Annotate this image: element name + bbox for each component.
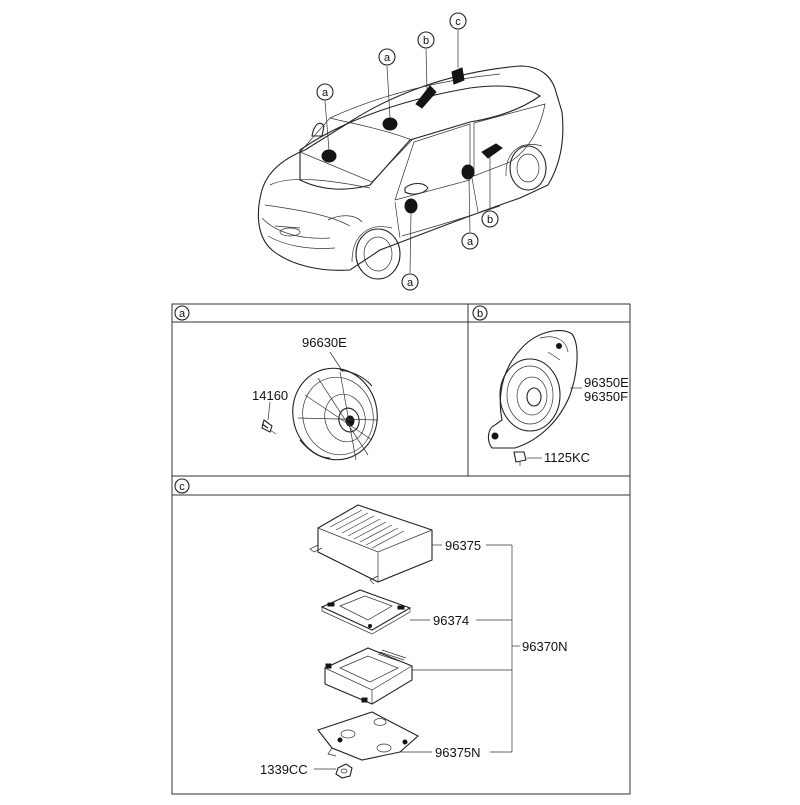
detail-frames (171, 303, 631, 795)
svg-text:a: a (407, 277, 414, 289)
speaker-mark-c (451, 67, 465, 85)
callout-leaders (324, 30, 491, 274)
section-header-c: c (174, 478, 190, 494)
svg-text:c: c (455, 16, 461, 28)
part-label-96630E: 96630E (302, 335, 347, 350)
amplifier-housing (324, 647, 413, 705)
section-header-a: a (174, 305, 190, 321)
part-label-96350E: 96350E (584, 375, 629, 390)
svg-text:b: b (423, 35, 429, 47)
part-label-96350F: 96350F (584, 389, 628, 404)
svg-text:a: a (179, 308, 186, 320)
callout-b-2: b (481, 210, 499, 228)
callout-a-3: a (461, 232, 479, 250)
speaker-mark-a3 (404, 198, 418, 214)
part-label-14160: 14160 (252, 388, 288, 403)
svg-text:a: a (322, 87, 329, 99)
tweeter-screw (513, 451, 527, 466)
speaker-screw (261, 419, 277, 435)
speaker-mark-a1 (321, 149, 337, 163)
part-label-1339CC: 1339CC (260, 762, 308, 777)
part-label-96370N: 96370N (522, 639, 568, 654)
callout-circles: a a b c b a a (316, 12, 499, 291)
section-header-b: b (472, 305, 488, 321)
leader-96630E (329, 351, 344, 373)
speaker-location-marks (321, 67, 503, 214)
callout-a-1: a (316, 83, 334, 101)
car-illustration (257, 65, 564, 280)
bracket-nut (335, 763, 353, 779)
part-label-96375N: 96375N (435, 745, 481, 760)
svg-text:a: a (467, 236, 474, 248)
callout-b-1: b (417, 31, 435, 49)
part-label-96374: 96374 (433, 613, 469, 628)
speaker-mark-b1 (415, 85, 437, 109)
svg-text:b: b (487, 214, 493, 226)
svg-text:b: b (477, 308, 483, 320)
speaker-mark-b2 (481, 143, 503, 159)
amplifier-bracket (317, 711, 419, 761)
amplifier-cover (309, 504, 433, 585)
svg-text:c: c (179, 481, 185, 493)
assembly-bracket-line (476, 544, 520, 753)
part-label-1125KC: 1125KC (544, 450, 590, 465)
svg-text:a: a (384, 52, 391, 64)
part-label-96375: 96375 (445, 538, 481, 553)
tweeter-assembly (487, 330, 578, 449)
speaker-mark-a2 (382, 117, 398, 131)
callout-c-1: c (449, 12, 467, 30)
front-door-speaker (292, 367, 379, 461)
amplifier-board (320, 589, 412, 635)
callout-a-2: a (378, 48, 396, 66)
speaker-mark-a4 (461, 164, 475, 180)
leader-14160 (267, 401, 271, 421)
callout-a-4: a (401, 273, 419, 291)
